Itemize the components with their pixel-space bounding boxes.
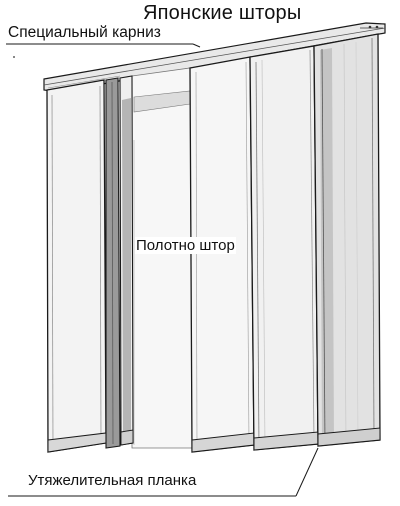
cornice-rail	[43, 22, 386, 93]
curtain-panel-4	[249, 45, 319, 451]
curtain-panel-5	[313, 33, 381, 447]
weight-bar-leader-line	[8, 447, 319, 497]
diagram-title: Японские шторы	[143, 2, 302, 24]
cornice-label: Специальный карниз	[8, 24, 161, 41]
fabric-label: Полотно штор	[135, 237, 236, 254]
weight-bar-label: Утяжелительная планка	[26, 472, 199, 489]
curtain-panel-3	[189, 56, 255, 453]
curtain-panel-2	[105, 75, 134, 449]
curtain-panel-1	[46, 79, 107, 453]
background-panel	[131, 67, 193, 449]
cornice-leader-line	[6, 43, 201, 58]
